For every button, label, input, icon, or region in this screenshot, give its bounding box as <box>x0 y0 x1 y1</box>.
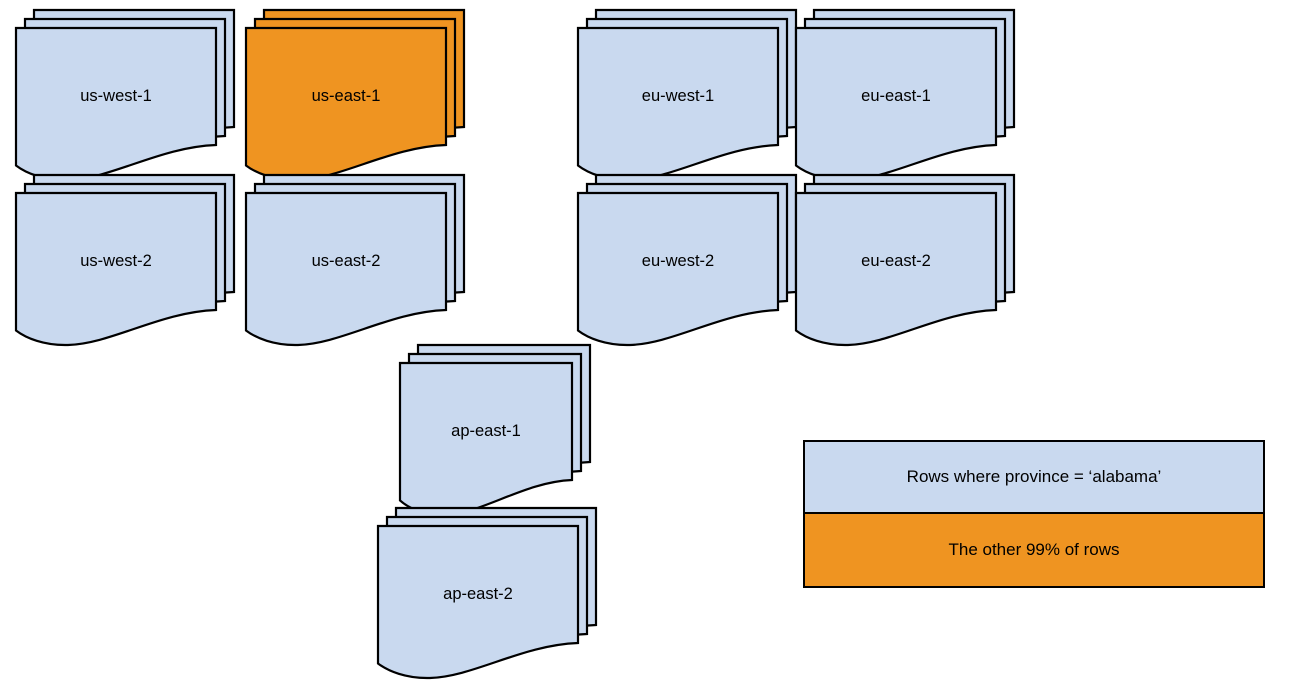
region-stack-eu-west-1[interactable]: eu-west-1 <box>576 8 798 182</box>
document-sheet <box>14 191 218 347</box>
region-stack-shapes <box>244 173 466 347</box>
region-stack-ap-east-2[interactable]: ap-east-2 <box>376 506 598 680</box>
region-stack-eu-east-1[interactable]: eu-east-1 <box>794 8 1016 182</box>
region-stack-shapes <box>794 8 1016 182</box>
document-sheet <box>398 361 574 517</box>
document-sheet <box>576 26 780 182</box>
region-stack-us-west-1[interactable]: us-west-1 <box>14 8 236 182</box>
legend-label: Rows where province = ‘alabama’ <box>906 467 1162 486</box>
region-stack-shapes <box>376 506 598 680</box>
region-stack-eu-east-2[interactable]: eu-east-2 <box>794 173 1016 347</box>
legend-label: The other 99% of rows <box>948 540 1120 559</box>
region-stack-us-west-2[interactable]: us-west-2 <box>14 173 236 347</box>
region-stack-eu-west-2[interactable]: eu-west-2 <box>576 173 798 347</box>
legend-row-alabama: Rows where province = ‘alabama’ <box>805 442 1263 514</box>
region-stack-ap-east-1[interactable]: ap-east-1 <box>398 343 592 517</box>
region-stack-shapes <box>14 8 236 182</box>
region-stack-shapes <box>576 8 798 182</box>
document-sheet <box>244 26 448 182</box>
region-stack-shapes <box>244 8 466 182</box>
document-sheet <box>14 26 218 182</box>
document-sheet <box>576 191 780 347</box>
region-stack-us-east-2[interactable]: us-east-2 <box>244 173 466 347</box>
region-stack-shapes <box>794 173 1016 347</box>
region-stack-us-east-1[interactable]: us-east-1 <box>244 8 466 182</box>
document-sheet <box>794 26 998 182</box>
document-sheet <box>794 191 998 347</box>
region-stack-shapes <box>398 343 592 517</box>
legend-row-other: The other 99% of rows <box>805 514 1263 586</box>
legend: Rows where province = ‘alabama’ The other… <box>803 440 1265 588</box>
region-stack-shapes <box>14 173 236 347</box>
document-sheet <box>376 524 580 680</box>
region-stack-shapes <box>576 173 798 347</box>
document-sheet <box>244 191 448 347</box>
